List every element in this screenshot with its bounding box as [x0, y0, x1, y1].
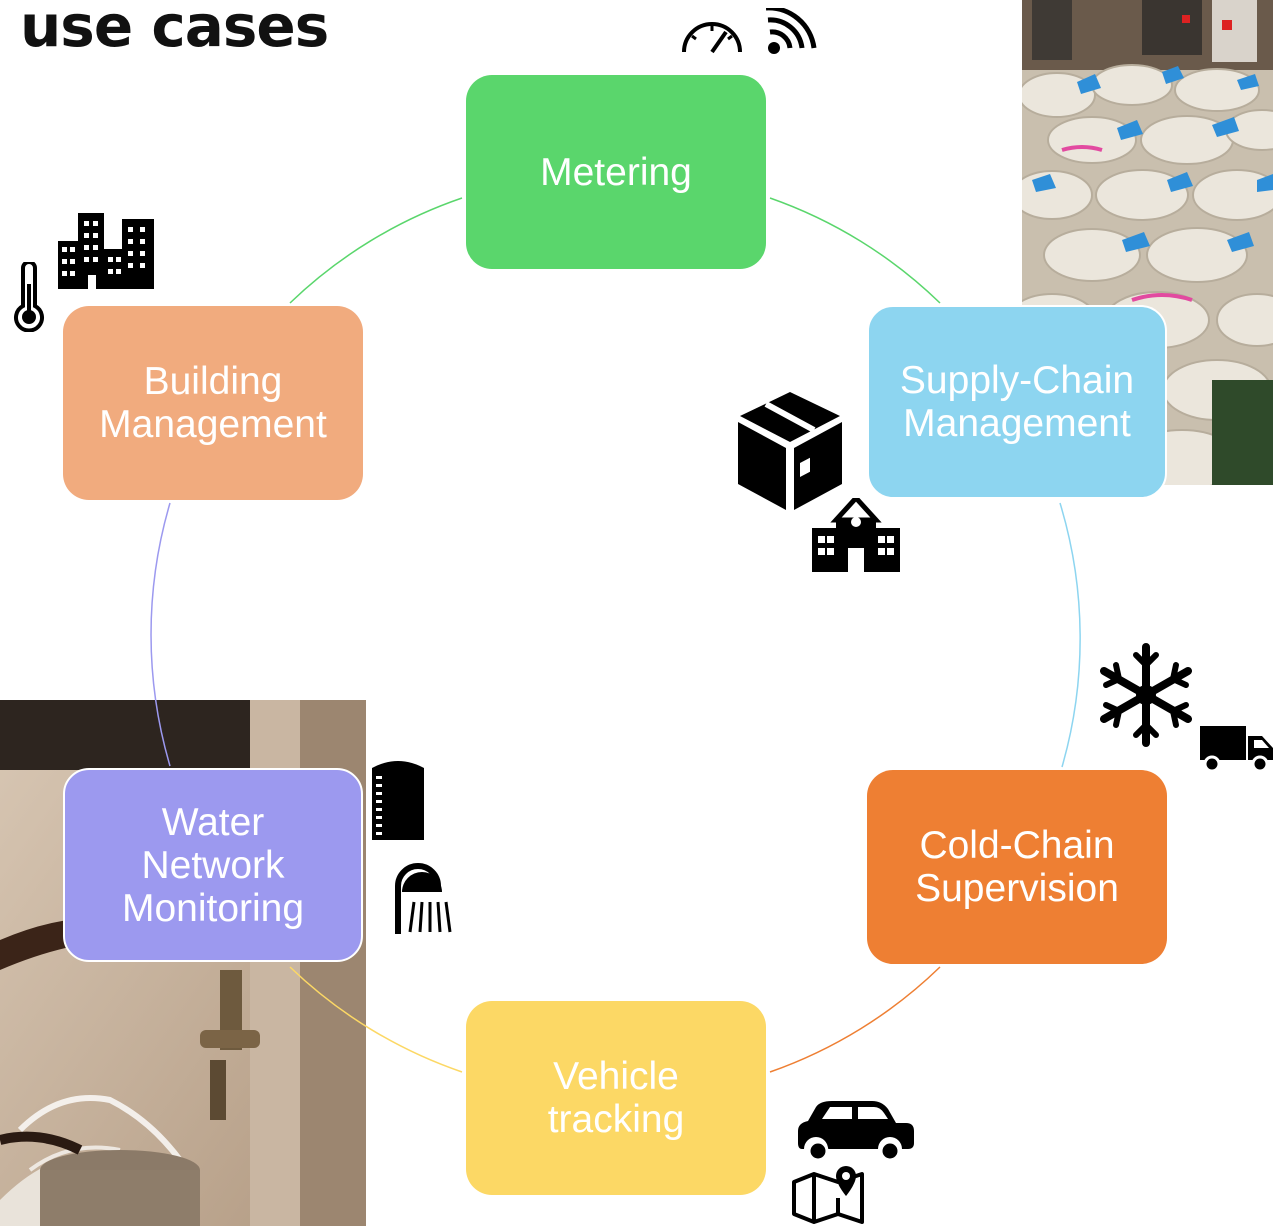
shower-icon — [395, 863, 452, 934]
node-supply-chain-label-1: Supply-Chain — [899, 359, 1135, 402]
supply-chain-sacks-photo — [1022, 0, 1273, 485]
connector-vehicle-water — [289, 966, 463, 1073]
page-title: use cases — [20, 0, 329, 60]
connector-supply-cold — [1059, 502, 1081, 768]
node-cold-chain[interactable]: Cold-Chain Supervision — [867, 770, 1167, 964]
node-water-network[interactable]: Water Network Monitoring — [63, 768, 363, 962]
node-cold-chain-label-1: Cold-Chain — [919, 824, 1115, 867]
node-water-label-3: Monitoring — [121, 886, 305, 930]
node-vehicle-label-2: tracking — [547, 1098, 685, 1141]
speedometer-icon — [682, 22, 742, 54]
node-metering[interactable]: Metering — [466, 75, 766, 269]
node-vehicle-tracking[interactable]: Vehicle tracking — [466, 1001, 766, 1195]
connector-metering-supply — [769, 197, 941, 304]
node-metering-label: Metering — [540, 150, 692, 194]
node-water-label-2: Network — [141, 843, 285, 887]
wireless-signal-icon — [766, 8, 817, 54]
map-pin-icon — [792, 1166, 864, 1224]
snowflake-icon — [1100, 643, 1192, 747]
node-supply-chain[interactable]: Supply-Chain Management — [867, 305, 1167, 499]
city-buildings-icon — [58, 213, 154, 289]
node-building-label-1: Building — [143, 360, 283, 403]
water-tower-icon — [368, 761, 428, 844]
connector-water-building — [150, 502, 171, 767]
node-supply-chain-label-2: Management — [903, 402, 1131, 445]
school-building-icon — [812, 498, 900, 572]
node-water-label-1: Water — [161, 800, 265, 844]
node-building-management[interactable]: Building Management — [63, 306, 363, 500]
connector-building-metering — [289, 197, 463, 304]
car-icon — [798, 1101, 914, 1161]
thermometer-icon — [14, 262, 44, 332]
package-box-icon — [738, 392, 842, 510]
connector-cold-vehicle — [769, 966, 941, 1073]
delivery-truck-icon — [1200, 726, 1273, 772]
node-building-label-2: Management — [99, 403, 327, 446]
node-vehicle-label-1: Vehicle — [553, 1055, 679, 1098]
node-cold-chain-label-2: Supervision — [915, 867, 1119, 910]
